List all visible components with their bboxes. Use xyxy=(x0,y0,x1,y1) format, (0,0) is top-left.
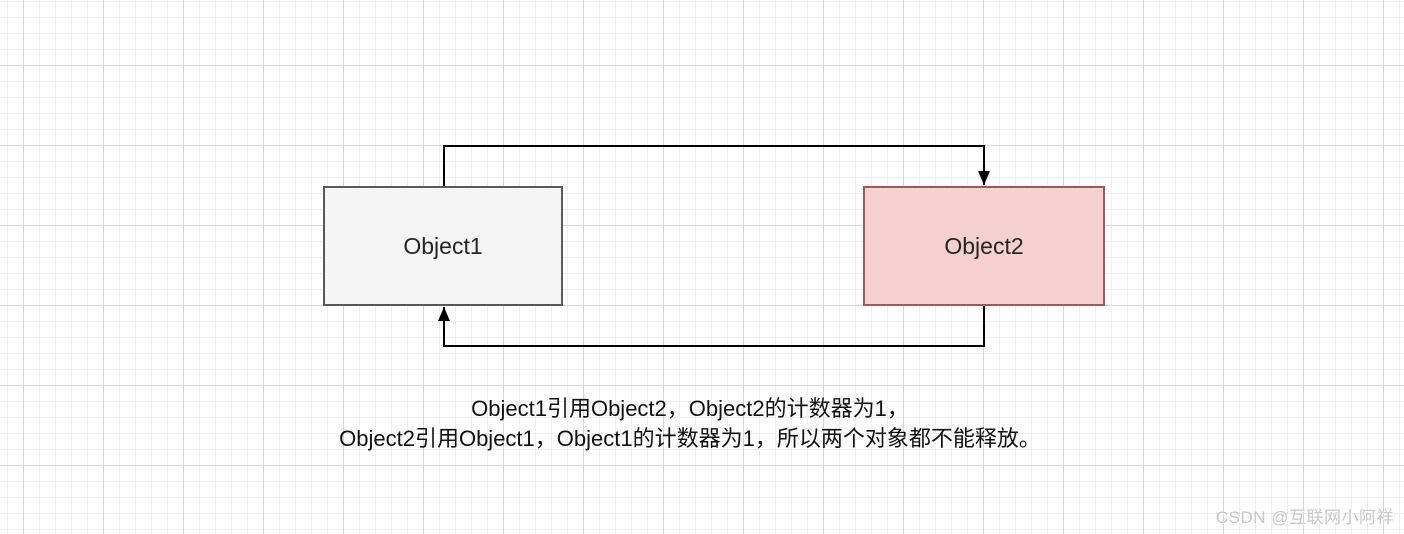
node-object1-label: Object1 xyxy=(403,232,483,259)
edge-object1-to-object2 xyxy=(443,145,990,186)
node-object1: Object1 xyxy=(323,186,563,306)
diagram-caption: Object1引用Object2，Object2的计数器为1， Object2引… xyxy=(0,394,1380,454)
watermark: CSDN @互联网小阿祥 xyxy=(1215,508,1394,527)
edge-object2-to-object1 xyxy=(438,306,985,347)
node-object2-label: Object2 xyxy=(944,232,1024,259)
node-object2: Object2 xyxy=(863,186,1105,306)
caption-line2: Object2引用Object1，Object1的计数器为1，所以两个对象都不能… xyxy=(339,426,1041,451)
caption-line1: Object1引用Object2，Object2的计数器为1， xyxy=(471,396,909,421)
